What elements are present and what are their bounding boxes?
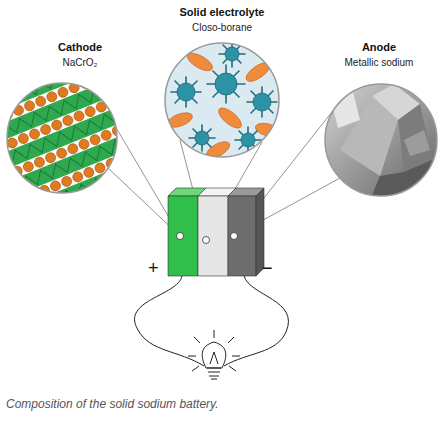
lens-label-group: CathodeNaCrO₂ xyxy=(55,40,105,70)
component-material: Metallic sodium xyxy=(342,56,417,70)
component-material: NaCrO₂ xyxy=(55,56,105,70)
terminal-sign: + xyxy=(148,258,159,278)
component-heading: Anode xyxy=(342,40,417,54)
component-heading: Cathode xyxy=(55,40,105,54)
component-material: Closo-borane xyxy=(177,21,268,35)
component-heading: Solid electrolyte xyxy=(177,5,268,19)
lens-label-group: Solid electrolyteCloso-borane xyxy=(177,5,268,35)
figure-caption: Composition of the solid sodium battery. xyxy=(6,397,219,411)
lens-label-group: AnodeMetallic sodium xyxy=(342,40,417,70)
terminal-sign: − xyxy=(262,258,273,278)
